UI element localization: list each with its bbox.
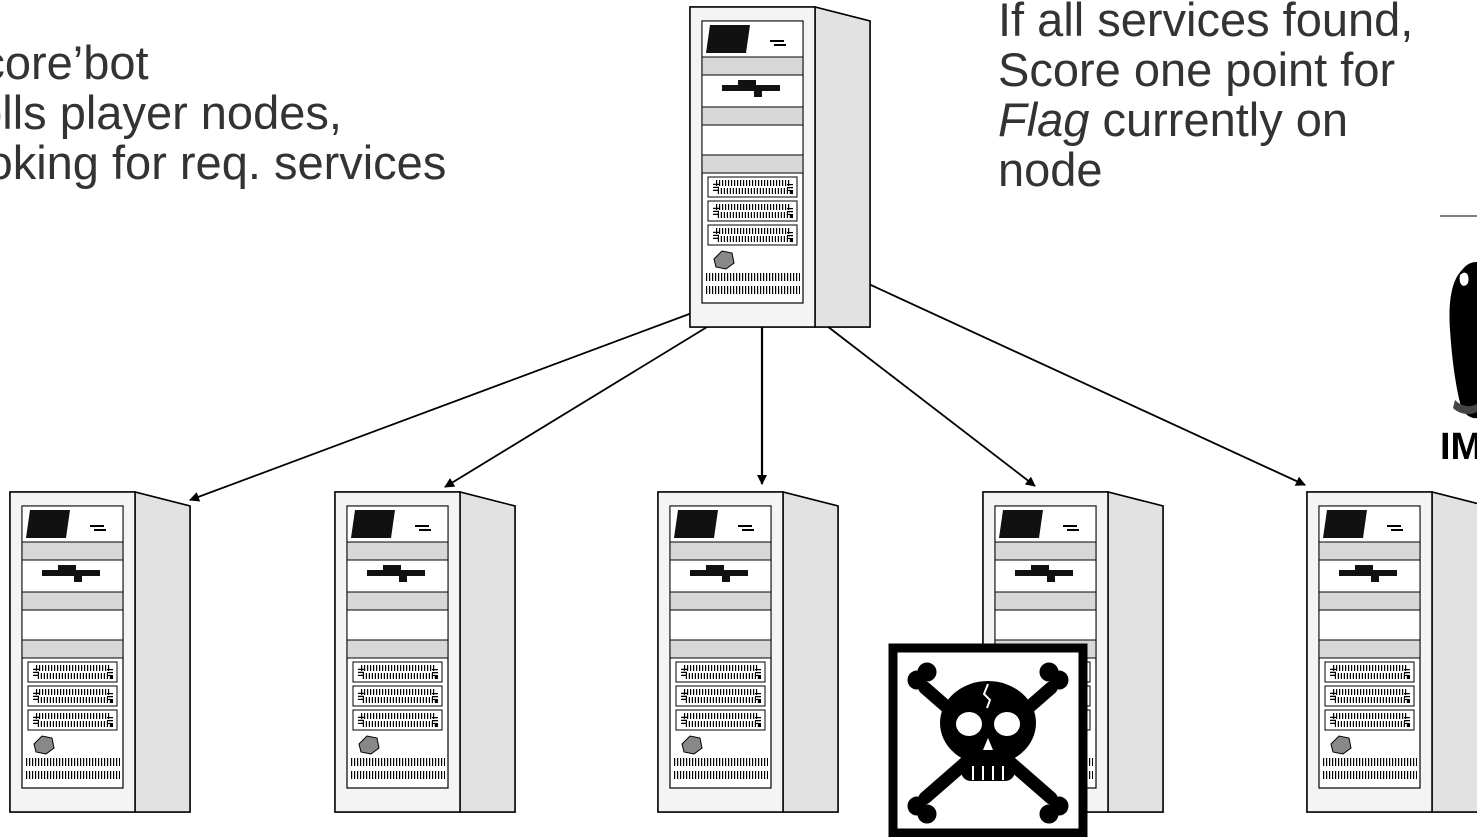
poll-arrow-5 — [859, 279, 1306, 486]
player-node-5 — [1307, 492, 1477, 812]
poll-arrow-1 — [189, 309, 701, 502]
scorebot-line-3: looking for req. services — [0, 136, 447, 189]
scoring-line-4: node — [998, 143, 1103, 196]
skull-crossbones-icon — [893, 648, 1083, 833]
flag-term: Flag — [998, 93, 1090, 146]
scoring-line-2: Score one point for — [998, 43, 1396, 96]
scoring-line-3-rest: currently on — [1089, 93, 1349, 146]
poll-arrow-2 — [444, 312, 731, 488]
scoring-rule-description: If all services found, Score one point f… — [998, 0, 1413, 195]
player-node-2 — [335, 492, 515, 812]
scoring-line-3: Flag currently on — [998, 95, 1413, 145]
ims-logo-text: IMS — [1440, 426, 1477, 468]
scorebot-line-1: Score’bot — [0, 36, 149, 89]
player-node-3 — [658, 492, 838, 812]
ims-logo: IMS — [1440, 215, 1477, 468]
poll-arrow-4 — [826, 325, 1036, 487]
scorebot-server — [690, 7, 870, 327]
scorebot-description: Score’bot polls player nodes, looking fo… — [0, 38, 446, 188]
player-node-1 — [10, 492, 190, 812]
scorebot-line-2: polls player nodes, — [0, 86, 342, 139]
scoring-line-1: If all services found, — [998, 0, 1414, 46]
